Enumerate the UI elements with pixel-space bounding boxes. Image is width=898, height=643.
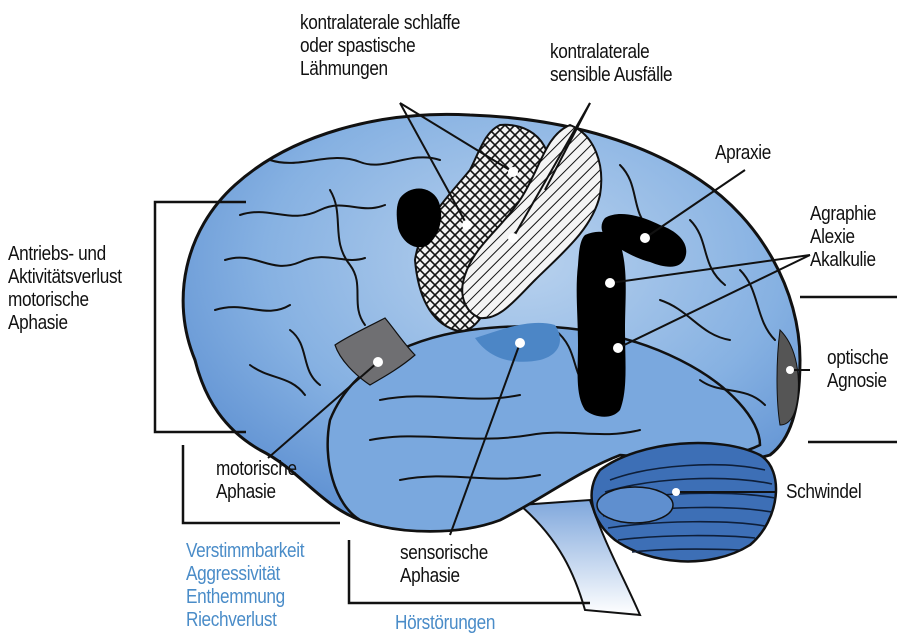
label-contralateral-paralysis: kontralaterale schlaffe oder spastische … [300,12,460,81]
label-contralateral-sensory: kontralaterale sensible Ausfälle [550,41,672,87]
label-optical-agnosia: optische Agnosie [827,347,888,393]
label-apraxia: Apraxie [715,142,771,165]
label-frontal-deficits: Antriebs- und Aktivitätsverlust motorisc… [8,243,122,335]
label-motor-aphasia: motorische Aphasie [216,458,297,504]
label-sensory-aphasia: sensorische Aphasie [400,542,488,588]
label-limbic-symptoms: Verstimmbarkeit Aggressivität Enthemmung… [186,540,304,632]
label-hearing-disorders: Hörstörungen [395,612,495,635]
agraphia-area [577,232,626,417]
label-agraphia-group: Agraphie Alexie Akalkulie [810,203,876,272]
label-dizziness: Schwindel [786,481,861,504]
